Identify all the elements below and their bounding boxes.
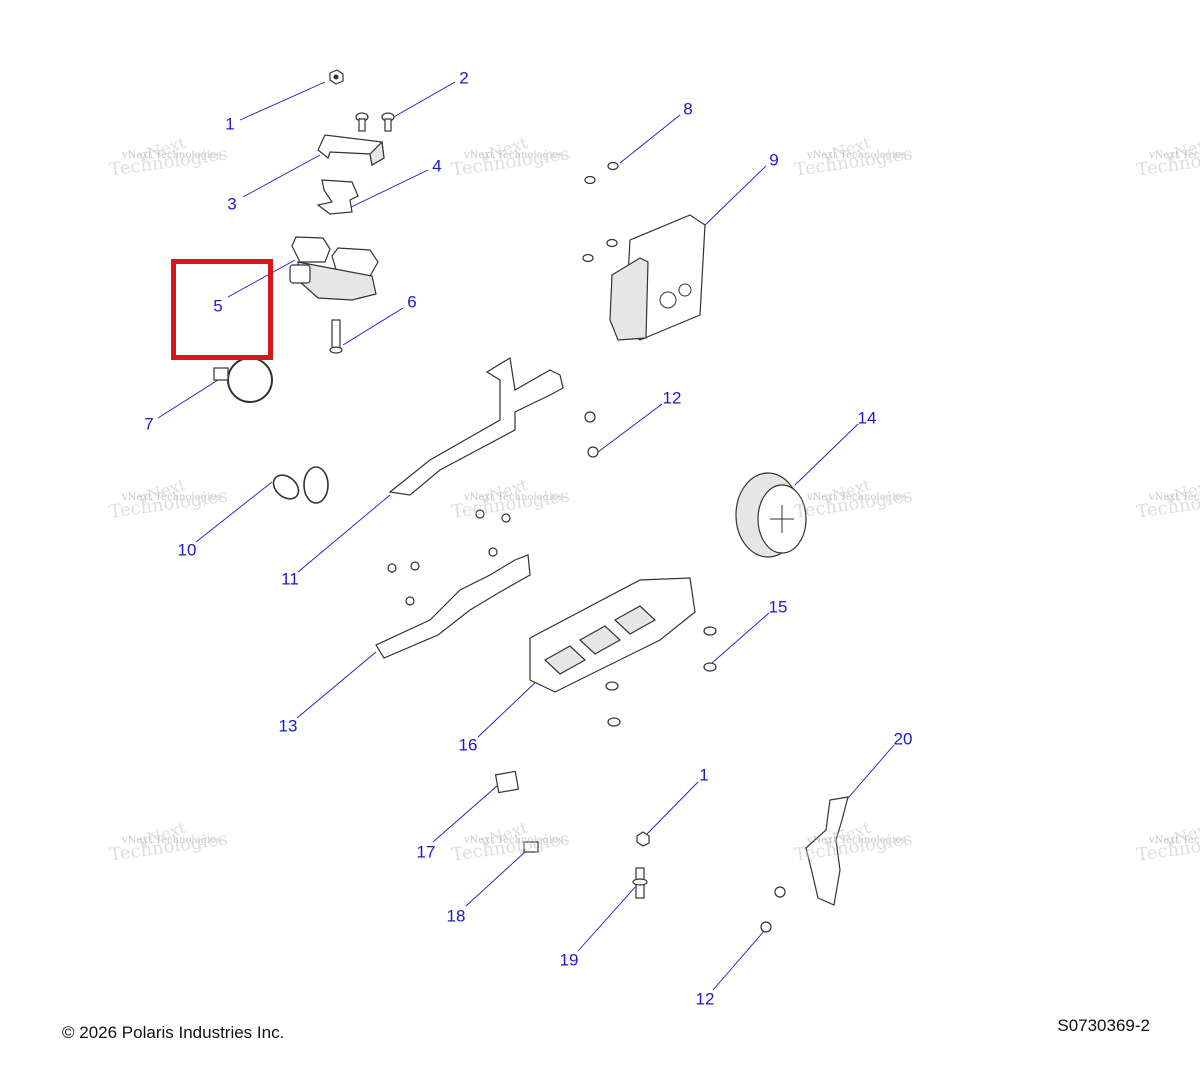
callout-20[interactable]: 20	[893, 729, 913, 749]
part-screws-8	[582, 161, 619, 263]
callout-14[interactable]: 14	[857, 408, 877, 428]
part-stud-19	[632, 867, 648, 899]
part-harness-7	[213, 357, 273, 403]
part-grommet-14	[735, 472, 807, 558]
callout-12-lower[interactable]: 12	[695, 989, 715, 1009]
part-bolts-12	[584, 411, 599, 458]
drawing-number: S0730369-2	[1057, 1016, 1150, 1035]
callout-17[interactable]: 17	[416, 842, 436, 862]
part-ties-10	[272, 466, 329, 504]
callout-10[interactable]: 10	[177, 540, 197, 560]
callout-2[interactable]: 2	[459, 68, 469, 88]
callout-16[interactable]: 16	[458, 735, 478, 755]
part-bracket-11	[388, 357, 564, 496]
callout-4[interactable]: 4	[432, 156, 442, 176]
callout-7[interactable]: 7	[144, 414, 154, 434]
part-screws-2	[355, 112, 395, 132]
highlight-box	[171, 259, 273, 360]
part-bracket-13	[375, 509, 531, 659]
part-fuse-block-16	[529, 577, 696, 693]
copyright-text: © 2026 Polaris Industries Inc.	[62, 1023, 285, 1042]
callout-9[interactable]: 9	[769, 150, 779, 170]
part-screws-15	[605, 626, 717, 727]
callout-15[interactable]: 15	[768, 597, 788, 617]
callout-5[interactable]: 5	[213, 296, 223, 316]
part-coil-5	[289, 236, 379, 301]
callout-1-lower[interactable]: 1	[699, 765, 709, 785]
callout-13[interactable]: 13	[278, 716, 298, 736]
callout-8[interactable]: 8	[683, 99, 693, 119]
part-bolt-6	[329, 319, 343, 354]
part-connector-17	[494, 770, 520, 794]
callout-19[interactable]: 19	[559, 950, 579, 970]
part-ecu-9	[609, 214, 706, 341]
callout-1[interactable]: 1	[225, 114, 235, 134]
part-bracket-3	[317, 134, 385, 166]
part-clip-18	[523, 841, 539, 853]
leader-lines	[157, 81, 895, 991]
part-nut-top	[329, 69, 344, 85]
callout-11[interactable]: 11	[281, 569, 299, 589]
part-nut-bottom	[636, 831, 650, 847]
callout-12[interactable]: 12	[662, 388, 682, 408]
callout-6[interactable]: 6	[407, 292, 417, 312]
part-bracket-20	[760, 796, 849, 933]
callout-3[interactable]: 3	[227, 194, 237, 214]
callout-18[interactable]: 18	[446, 906, 466, 926]
part-clip-4	[316, 179, 359, 215]
